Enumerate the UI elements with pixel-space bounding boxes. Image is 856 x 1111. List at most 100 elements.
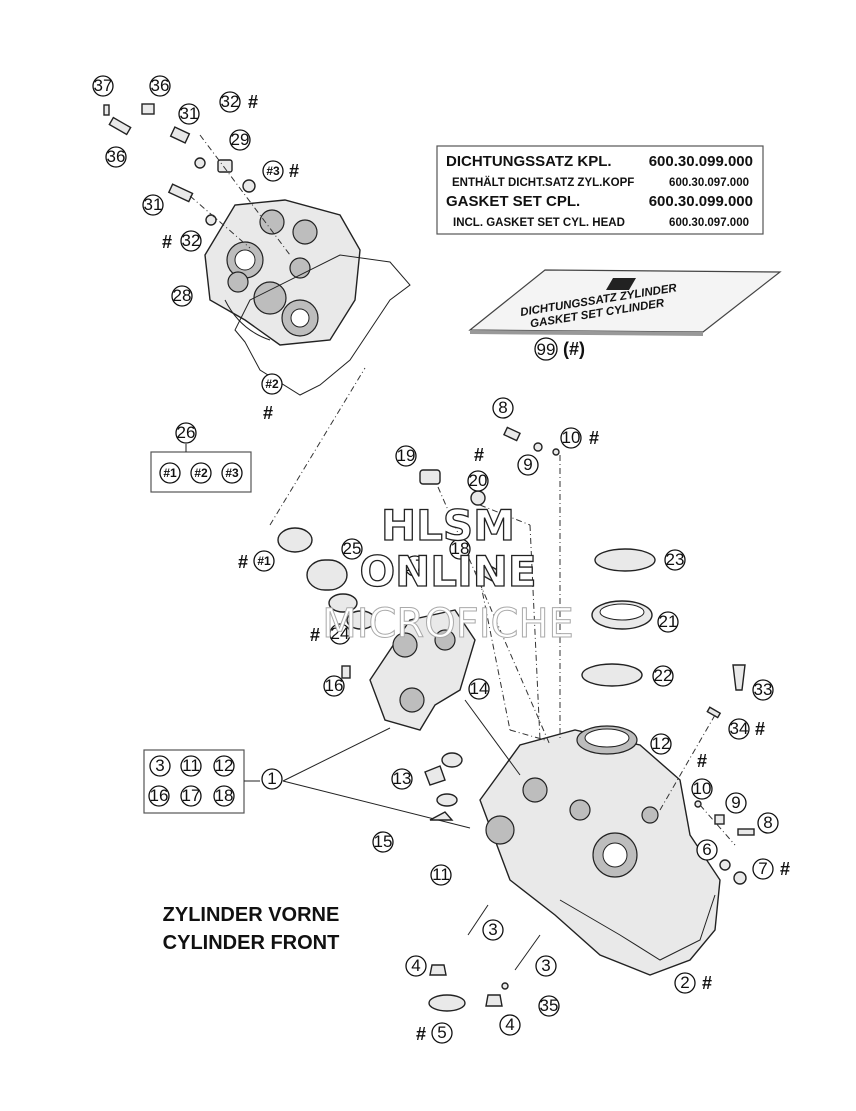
callout-37: 37: [94, 76, 113, 95]
callout-31-lower: 31: [144, 195, 163, 214]
group-item-16: 16: [150, 786, 169, 805]
kit-item-h3: #3: [225, 466, 239, 480]
callout-99-circle: [534, 337, 558, 361]
callout-5: 5: [437, 1023, 446, 1042]
callout-h2-cover: #2: [265, 377, 279, 391]
brand-logo-icon: [606, 278, 636, 290]
hash-5: #: [416, 1024, 426, 1044]
info-line-1-number: 600.30.099.000: [649, 153, 753, 170]
info-line-3-number: 600.30.099.000: [649, 193, 753, 210]
callout-9-lower: 9: [731, 793, 740, 812]
watermark: HLSM ONLINE MICROFICHE: [322, 500, 575, 647]
callouts: 37 36 31 32 # 29 36 #3 # 31 # 32 28 #2 #…: [92, 75, 790, 1044]
callout-h3-top: #3: [266, 164, 280, 178]
callout-32-top: 32: [221, 92, 240, 111]
callout-26: 26: [177, 423, 196, 442]
callout-6: 6: [702, 840, 711, 859]
hash-24: #: [310, 625, 320, 645]
callout-32-lower: 32: [182, 231, 201, 250]
camshaft-carrier: [369, 609, 476, 731]
hash-h3-top: #: [289, 161, 299, 181]
info-line-4-number: 600.30.097.000: [669, 217, 749, 229]
valve-cover-gasket: [234, 254, 411, 396]
hash-32-lower: #: [162, 232, 172, 252]
side-fasteners: [341, 426, 755, 885]
diagram-caption: ZYLINDER VORNE CYLINDER FRONT: [163, 904, 340, 954]
callout-25: 25: [343, 539, 362, 558]
callout-35: 35: [540, 996, 559, 1015]
callout-18: 18: [451, 539, 470, 558]
kit-item-h2: #2: [194, 466, 208, 480]
callout-11-head: 11: [432, 865, 450, 884]
callout-1: 1: [267, 769, 276, 788]
callout-10-top: 10: [562, 428, 581, 447]
callout-24: 24: [331, 624, 350, 643]
hash-10-lower: #: [697, 751, 707, 771]
callout-3-upper: 3: [488, 920, 497, 939]
callout-20: 20: [469, 471, 488, 490]
watermark-line-2: ONLINE: [359, 547, 536, 596]
callout-13: 13: [393, 769, 412, 788]
hash-20: #: [474, 445, 484, 465]
callout-17: 17: [406, 556, 425, 575]
callout-9-top: 9: [523, 455, 532, 474]
gasket-info-box: DICHTUNGSSATZ KPL. 600.30.099.000 ENTHÄL…: [436, 145, 764, 235]
watermark-line-3: MICROFICHE: [322, 601, 574, 647]
callout-23: 23: [666, 550, 685, 569]
callout-99: 99: [537, 340, 556, 359]
callout-31-top: 31: [180, 104, 199, 123]
kit-item-h1: #1: [163, 466, 177, 480]
group-item-3: 3: [155, 756, 164, 775]
hash-7: #: [780, 859, 790, 879]
callout-10-lower: 10: [693, 779, 712, 798]
hash-2: #: [702, 973, 712, 993]
info-line-2-number: 600.30.097.000: [669, 177, 749, 189]
group-item-18: 18: [215, 786, 234, 805]
callout-4-left: 4: [411, 956, 420, 975]
callout-14: 14: [470, 679, 489, 698]
group-box-items: 3 11 12 16 17 18: [148, 755, 235, 807]
caption-line-2: CYLINDER FRONT: [163, 932, 340, 954]
callout-15: 15: [374, 832, 393, 851]
hash-h2-cover: #: [263, 403, 273, 423]
callout-8-top: 8: [498, 398, 507, 417]
cover-fasteners: [103, 103, 256, 226]
valve-tappets: [277, 527, 376, 630]
callout-19: 19: [397, 446, 416, 465]
callout-21: 21: [659, 612, 678, 631]
info-line-1: DICHTUNGSSATZ KPL.: [446, 153, 612, 170]
hash-h1-seal: #: [238, 552, 248, 572]
hash-32-top: #: [248, 92, 258, 112]
info-line-2: ENTHÄLT DICHT.SATZ ZYL.KOPF: [452, 176, 634, 189]
info-line-3: GASKET SET CPL.: [446, 193, 580, 210]
assembly-group-box: [143, 727, 471, 829]
hash-34: #: [755, 719, 765, 739]
info-line-4: INCL. GASKET SET CYL. HEAD: [453, 217, 625, 229]
callout-2: 2: [680, 973, 689, 992]
callout-3-lower: 3: [541, 956, 550, 975]
callout-33: 33: [754, 680, 773, 699]
callout-7: 7: [758, 859, 767, 878]
caption-line-1: ZYLINDER VORNE: [163, 904, 340, 926]
watermark-line-1: HLSM: [381, 501, 515, 550]
callout-16: 16: [325, 676, 344, 695]
callout-29: 29: [231, 130, 250, 149]
gasket-set-card: DICHTUNGSSATZ ZYLINDER GASKET SET CYLIND…: [468, 269, 782, 361]
group-item-11: 11: [182, 756, 200, 775]
callout-h1-seal: #1: [257, 554, 271, 568]
head-studs: [428, 904, 541, 1012]
callout-36-top: 36: [151, 76, 170, 95]
callout-34: 34: [730, 719, 749, 738]
hash-10-top: #: [589, 428, 599, 448]
intake-clamps-and-flange: [581, 548, 656, 687]
callout-8-lower: 8: [763, 813, 772, 832]
callout-99-suffix: (#): [563, 339, 585, 359]
group-item-17: 17: [182, 786, 201, 805]
cylinder-head: [479, 725, 721, 976]
valve-cover: [204, 199, 361, 346]
callout-28: 28: [173, 286, 192, 305]
callout-4-right: 4: [505, 1015, 514, 1034]
callout-36-lower: 36: [107, 147, 126, 166]
group-item-12: 12: [215, 756, 234, 775]
